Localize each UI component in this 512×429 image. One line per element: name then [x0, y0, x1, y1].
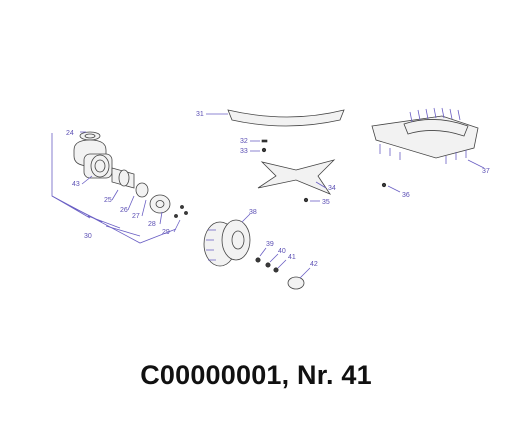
- part-27-gasket: [135, 182, 149, 198]
- callout-29: 29: [162, 229, 170, 236]
- part-24-seal-inner: [84, 133, 96, 139]
- callout-27: 27: [132, 213, 140, 220]
- part-26-motor-cap: [118, 169, 130, 187]
- part-28-plate-hole: [155, 200, 165, 208]
- part-36-screw: [381, 182, 387, 188]
- callout-30: 30: [84, 233, 92, 240]
- callout-26: 26: [120, 207, 128, 214]
- callout-24: 24: [66, 130, 74, 137]
- callout-41: 41: [288, 254, 296, 261]
- part-41-nut: [273, 267, 279, 273]
- part-42-cap: [287, 276, 305, 290]
- callout-25: 25: [104, 197, 112, 204]
- callout-35: 35: [322, 199, 330, 206]
- callout-31: 31: [196, 111, 204, 118]
- part-38-hub: [231, 230, 245, 250]
- callout-labels: 24 43 25 26 27 28 29 30 31 32 33 34 35 3…: [66, 111, 490, 268]
- motor-leaders: [80, 131, 181, 233]
- blade-disc: [206, 109, 345, 153]
- callout-43: 43: [72, 181, 80, 188]
- part-39-washer: [255, 257, 261, 263]
- wheel: [203, 213, 251, 267]
- part-35-screw: [303, 197, 309, 203]
- group-30-bracket: [51, 133, 177, 244]
- exploded-parts-diagram: 24 43 25 26 27 28 29 30 31 32 33 34 35 3…: [51, 107, 490, 290]
- callout-32: 32: [240, 138, 248, 145]
- callout-36: 36: [402, 192, 410, 199]
- wheel-hardware: [255, 247, 311, 290]
- callout-37: 37: [482, 168, 490, 175]
- part-31-disc: [227, 109, 345, 127]
- callout-28: 28: [148, 221, 156, 228]
- callout-40: 40: [278, 248, 286, 255]
- cutting-deck: [371, 107, 485, 193]
- star-blade: [257, 159, 336, 203]
- callout-33: 33: [240, 148, 248, 155]
- motor-assembly: [73, 131, 188, 218]
- part-40-nut: [265, 262, 271, 268]
- callout-34: 34: [328, 185, 336, 192]
- part-34-blade: [257, 159, 336, 195]
- part-32-clip: [261, 139, 268, 143]
- part-29-screw-a: [180, 205, 184, 209]
- part-29-screw-b: [184, 211, 188, 215]
- part-33-screw: [261, 147, 267, 153]
- part-29-screw-c: [174, 214, 178, 218]
- part-number-caption: C00000001, Nr. 41: [140, 360, 372, 390]
- part-25-bearing-inner: [94, 159, 106, 173]
- part-37-deck-rim: [403, 119, 469, 137]
- callout-42: 42: [310, 261, 318, 268]
- callout-38: 38: [249, 209, 257, 216]
- callout-39: 39: [266, 241, 274, 248]
